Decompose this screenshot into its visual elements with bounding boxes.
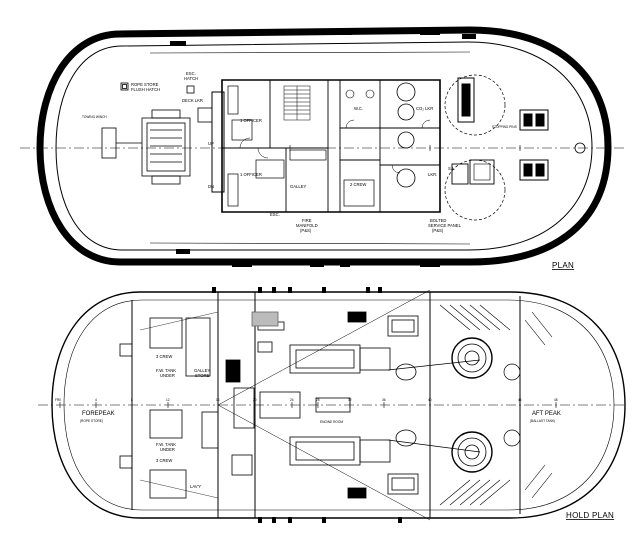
frame-label-7: 28: [316, 398, 320, 402]
frame-label-4: 16: [216, 398, 220, 402]
engine-room-label: ENGINE ROOM: [320, 420, 343, 424]
up-label: UP: [208, 141, 214, 146]
dn-label: DN: [208, 184, 214, 189]
forepeak-label: FOREPEAK: [82, 411, 115, 417]
frame-label-1: 4: [95, 398, 97, 402]
officer-top-label: 1 OFFICER: [240, 118, 262, 123]
deck-lkr-label: DECK LKR: [182, 98, 203, 103]
stopper-label: STOPPING PINS: [492, 125, 517, 129]
frame-label-9: 36: [382, 398, 386, 402]
aft-peak-label: AFT PEAK: [532, 411, 561, 417]
crew-bottom-label: 3 CREW: [156, 458, 172, 463]
deckhouse: [211, 79, 441, 213]
frame-label-10: 40: [428, 398, 432, 402]
frame-label-6: 24: [290, 398, 294, 402]
frame-label-3: 12: [166, 398, 170, 402]
frame-label-2: 8: [131, 398, 133, 402]
officer-bottom-label: 1 OFFICER: [240, 172, 262, 177]
locker-label: LKR.: [428, 172, 437, 177]
crew-label: 2 CREW: [350, 182, 366, 187]
towing-winch-label: TOWING WINCH: [82, 115, 107, 119]
plan-title: PLAN: [552, 261, 574, 270]
frame-label-11: 44: [518, 398, 522, 402]
engine-room-machinery: [225, 311, 419, 499]
frame-label-0: FR0: [55, 398, 61, 402]
galley-label: GALLEY: [290, 184, 307, 189]
lavy-label: LAV'Y: [190, 484, 201, 489]
esc-bottom-label: ESC.: [270, 212, 280, 217]
forepeak-rope-store-label: (ROPE STORE): [80, 419, 103, 423]
plan-hull-outline: [36, 26, 612, 266]
frame-label-12: 48: [554, 398, 558, 402]
plan-deck-edge: [55, 41, 593, 251]
ballast-tank-label: (BALLAST TANK): [530, 419, 555, 423]
co2-locker-label: CO₂ LKR: [416, 106, 433, 111]
frame-label-8: 32: [348, 398, 352, 402]
sl-label: S.L.: [448, 166, 455, 171]
hold-plan: FR0 4 8 12 16 20 24 28 32 36 40 44 48 FO…: [38, 287, 626, 523]
hold-hull-outline: [51, 291, 626, 519]
frame-label-5: 20: [253, 398, 257, 402]
aft-deck-machinery: [444, 74, 586, 221]
forward-towing-winch: [101, 109, 191, 185]
rope-store-hatch: [120, 82, 129, 91]
wc-label: W.C.: [354, 106, 363, 111]
crew-top-label: 3 CREW: [156, 354, 172, 359]
esc-hatch-label: ESC.HATCH: [184, 71, 198, 81]
hold-plan-title: HOLD PLAN: [566, 511, 614, 520]
